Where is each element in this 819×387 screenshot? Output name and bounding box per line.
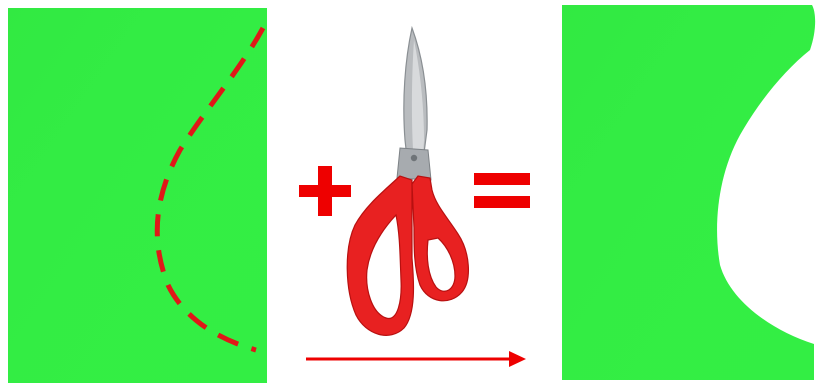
uncut-green-sheet [8, 8, 267, 383]
